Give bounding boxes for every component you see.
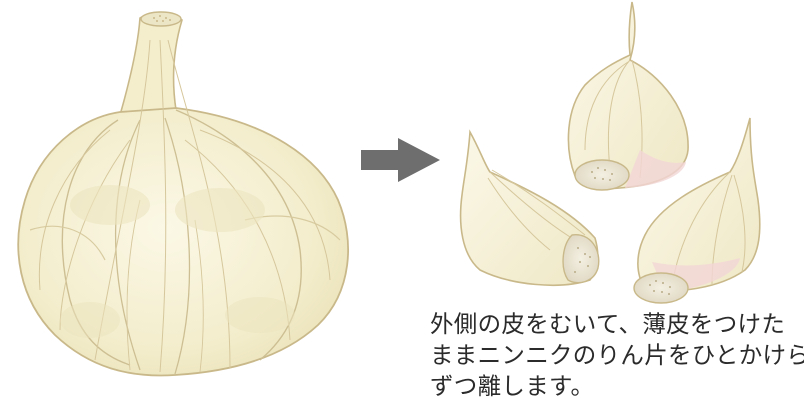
caption-line-2: ままニンニクのりん片をひとかけら — [430, 341, 804, 369]
garlic-clove-icon — [459, 129, 600, 286]
caption-line-1: 外側の皮をむいて、薄皮をつけた — [430, 310, 786, 338]
instruction-caption: 外側の皮をむいて、薄皮をつけた ままニンニクのりん片をひとかけら ずつ離します。 — [430, 309, 804, 402]
garlic-clove-icon — [567, 1, 689, 191]
garlic-clove-icon — [633, 117, 761, 304]
garlic-bulb-icon — [17, 11, 349, 377]
caption-line-3: ずつ離します。 — [430, 372, 595, 400]
arrow-right-icon — [361, 138, 440, 182]
